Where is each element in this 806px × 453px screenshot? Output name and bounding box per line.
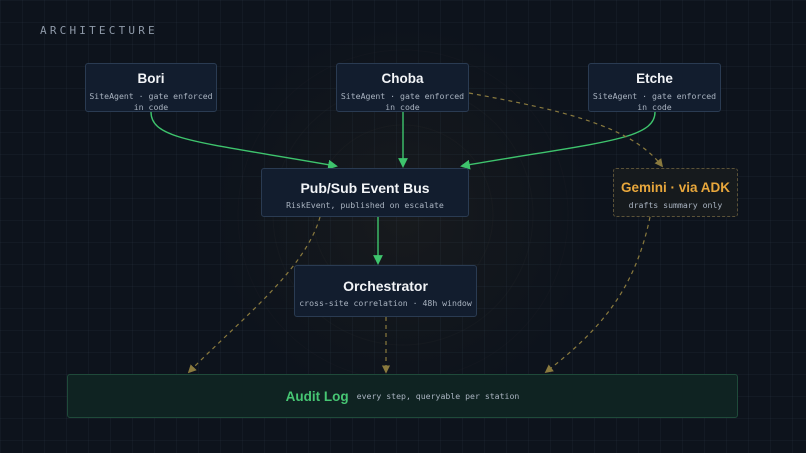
node-subtitle-line2: in code	[133, 101, 169, 112]
node-subtitle-line1: SiteAgent · gate enforced	[89, 91, 213, 101]
node-bori[interactable]: Bori SiteAgent · gate enforced in code	[85, 63, 217, 112]
node-subtitle-line2: in code	[385, 101, 420, 112]
audit-title: Audit Log	[285, 388, 349, 404]
node-title: Pub/Sub Event Bus	[300, 180, 430, 196]
node-title: Orchestrator	[343, 278, 428, 294]
node-audit-log[interactable]: Audit Log every step, queryable per stat…	[67, 374, 738, 418]
edge-gemini-to-audit	[544, 216, 651, 374]
edge-bori-to-bus	[150, 111, 338, 170]
node-pubsub-event-bus[interactable]: Pub/Sub Event Bus RiskEvent, published o…	[261, 168, 469, 217]
node-subtitle: SiteAgent · gate enforced in code	[337, 91, 468, 112]
node-subtitle: drafts summary only	[628, 200, 723, 210]
node-choba[interactable]: Choba SiteAgent · gate enforced in code	[336, 63, 469, 112]
node-etche[interactable]: Etche SiteAgent · gate enforced in code	[588, 63, 721, 112]
edge-bus-to-audit	[187, 216, 321, 374]
node-title: Gemini · via ADK	[620, 180, 731, 195]
node-subtitle-line1: SiteAgent · gate enforced	[340, 91, 465, 101]
node-gemini[interactable]: Gemini · via ADK drafts summary only	[613, 168, 738, 217]
node-subtitle: RiskEvent, published on escalate	[286, 200, 444, 210]
node-subtitle: SiteAgent · gate enforced in code	[86, 91, 216, 112]
node-subtitle-line1: SiteAgent · gate enforced	[592, 91, 717, 101]
edge-choba-to-gemini	[468, 92, 664, 168]
audit-subtitle: every step, queryable per station	[356, 391, 520, 401]
node-subtitle: SiteAgent · gate enforced in code	[589, 91, 720, 112]
node-orchestrator[interactable]: Orchestrator cross-site correlation · 48…	[294, 265, 477, 317]
node-title: Bori	[137, 71, 165, 86]
edge-etche-to-bus	[460, 111, 656, 170]
node-title: Etche	[636, 71, 673, 86]
node-subtitle: cross-site correlation · 48h window	[299, 298, 472, 308]
node-subtitle-line2: in code	[637, 101, 672, 112]
section-heading: ARCHITECTURE	[40, 24, 158, 37]
node-title: Choba	[381, 71, 424, 86]
